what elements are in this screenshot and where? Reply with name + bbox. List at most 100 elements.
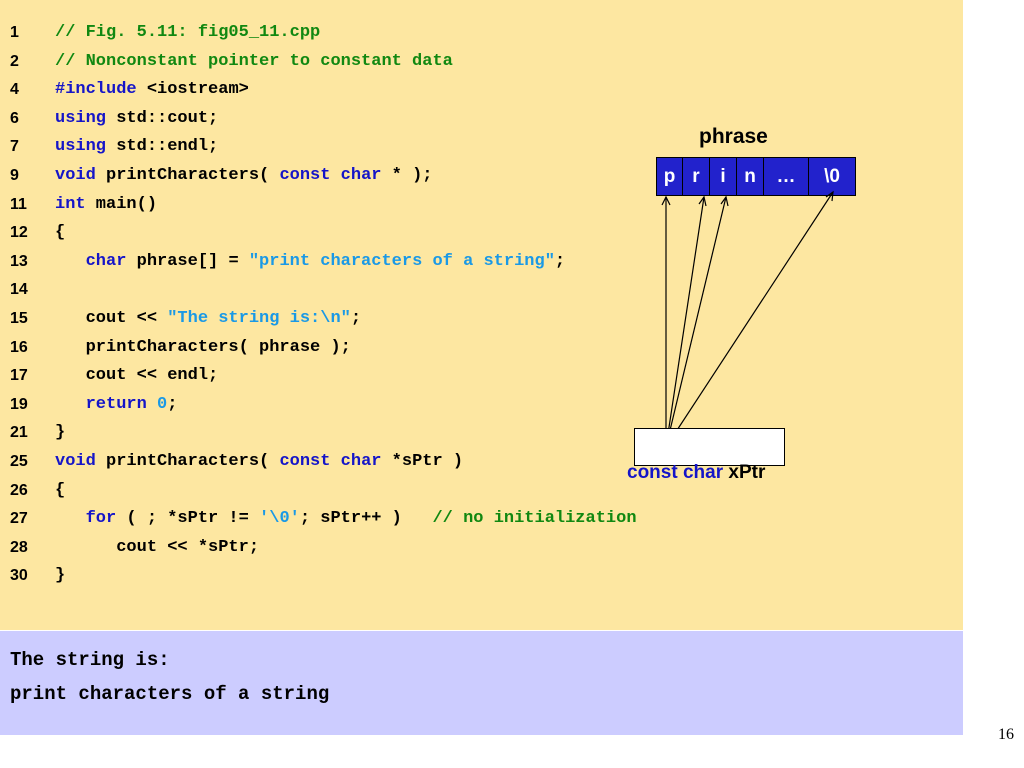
code-token: "print characters of a string" — [248, 251, 555, 271]
code-token: int — [55, 194, 86, 214]
array-cell: n — [737, 158, 764, 195]
pointer-type: const char — [627, 462, 724, 483]
code-token: return — [85, 394, 147, 414]
code-token: void — [55, 166, 96, 185]
array-cell: … — [764, 158, 809, 195]
code-token: cout << endl; — [55, 366, 219, 386]
arrowhead — [698, 195, 707, 207]
line-number: 26 — [10, 481, 28, 499]
code-token: } — [55, 566, 66, 586]
line-number: 16 — [10, 338, 28, 356]
phrase-array: p r i n … \0 — [656, 157, 856, 196]
code-token: 0 — [157, 394, 168, 414]
code-token: ( ; *sPtr != — [116, 509, 260, 529]
code-text: } — [55, 561, 65, 590]
array-cell: r — [683, 158, 710, 195]
code-token: using — [55, 137, 107, 157]
array-cell: p — [657, 158, 683, 195]
code-text: for ( ; *sPtr != '\0'; sPtr++ ) // no in… — [55, 504, 637, 533]
line-number: 11 — [10, 195, 27, 213]
code-token: } — [55, 423, 66, 443]
code-line: 2 // Nonconstant pointer to constant data — [0, 47, 963, 76]
code-text: using std::endl; — [55, 132, 218, 161]
code-text: int main() — [55, 190, 157, 219]
code-text: // Nonconstant pointer to constant data — [55, 47, 453, 76]
line-number: 27 — [10, 510, 28, 528]
line-number: 28 — [10, 538, 28, 556]
code-text: using std::cout; — [55, 104, 218, 133]
line-number: 12 — [10, 224, 28, 242]
code-token: const char — [279, 452, 382, 471]
arrowhead — [825, 190, 834, 202]
line-number: 13 — [10, 252, 28, 270]
code-token: void — [55, 452, 96, 471]
code-text: #include <iostream> — [55, 75, 249, 104]
code-token: { — [55, 480, 66, 500]
code-token: ; — [167, 394, 178, 414]
line-number: 6 — [10, 109, 19, 127]
code-line: 28 cout << *sPtr; — [0, 533, 963, 562]
code-line: 16 printCharacters( phrase ); — [0, 333, 963, 362]
code-line: 15 cout << "The string is:\n"; — [0, 304, 963, 333]
line-number: 2 — [10, 52, 19, 70]
code-line: 13 char phrase[] = "print characters of … — [0, 247, 963, 276]
code-line: 27 for ( ; *sPtr != '\0'; sPtr++ ) // no… — [0, 504, 963, 533]
line-number: 21 — [10, 424, 28, 442]
code-text: printCharacters( phrase ); — [55, 333, 351, 362]
code-line: 19 return 0; — [0, 390, 963, 419]
arrow-to-null — [665, 191, 834, 448]
code-text: void printCharacters( const char * ); — [55, 161, 433, 190]
program-output-panel: The string is: print characters of a str… — [0, 631, 963, 735]
line-number: 7 — [10, 138, 19, 156]
code-token: for — [85, 509, 117, 529]
code-token: printCharacters( — [95, 166, 280, 185]
code-line: 21} — [0, 418, 963, 447]
code-token: printCharacters( — [95, 452, 280, 471]
code-text: cout << endl; — [55, 361, 219, 390]
code-token: main() — [85, 194, 158, 214]
code-line: 25 void printCharacters( const char *sPtr… — [0, 447, 963, 476]
line-number: 14 — [10, 281, 28, 299]
code-text: // Fig. 5.11: fig05_11.cpp — [55, 18, 320, 47]
code-line: 11 int main() — [0, 190, 963, 219]
code-line: 1// Fig. 5.11: fig05_11.cpp — [0, 18, 963, 47]
code-token: // no initialization — [432, 509, 637, 529]
line-number: 25 — [10, 453, 28, 470]
code-token: cout << — [55, 309, 168, 328]
line-number: 9 — [10, 167, 19, 184]
code-line: 30} — [0, 561, 963, 590]
page-number: 16 — [998, 726, 1014, 743]
code-text: char phrase[] = "print characters of a s… — [55, 247, 566, 276]
pointer-name: xPtr — [728, 462, 766, 483]
code-line: 9 void printCharacters( const char * ); — [0, 161, 963, 190]
code-line: 4 #include <iostream> — [0, 75, 963, 104]
code-token: // Nonconstant pointer to constant data — [55, 51, 453, 71]
output-line-1: The string is: — [10, 649, 170, 671]
code-line: 6 using std::cout; — [0, 104, 963, 133]
line-number: 19 — [10, 395, 28, 413]
code-line: 12 { — [0, 218, 963, 247]
arrow-to-i — [665, 196, 727, 448]
code-token: #include — [55, 80, 137, 100]
code-text: { — [55, 476, 65, 505]
code-listing-panel: 1// Fig. 5.11: fig05_11.cpp 2 // Nonconsta… — [0, 0, 963, 630]
code-token: '\0' — [259, 509, 300, 529]
line-number: 4 — [10, 81, 19, 99]
arrowhead — [661, 195, 671, 206]
code-token: using — [55, 108, 107, 128]
arrowhead — [720, 195, 729, 207]
code-line: 17 cout << endl; — [0, 361, 963, 390]
pointer-box — [634, 428, 785, 466]
code-text: } — [55, 418, 65, 447]
code-line: 26 { — [0, 476, 963, 505]
code-line: 7 using std::endl; — [0, 132, 963, 161]
code-token: // Fig. 5.11: fig05_11.cpp — [55, 23, 321, 42]
arrow-to-r — [665, 196, 705, 448]
code-text: cout << "The string is:\n"; — [55, 304, 361, 333]
code-text: { — [55, 218, 65, 247]
code-token: *sPtr ) — [381, 452, 464, 471]
line-number: 17 — [10, 367, 28, 385]
code-token: char — [85, 251, 127, 271]
code-token: ; — [350, 309, 362, 328]
